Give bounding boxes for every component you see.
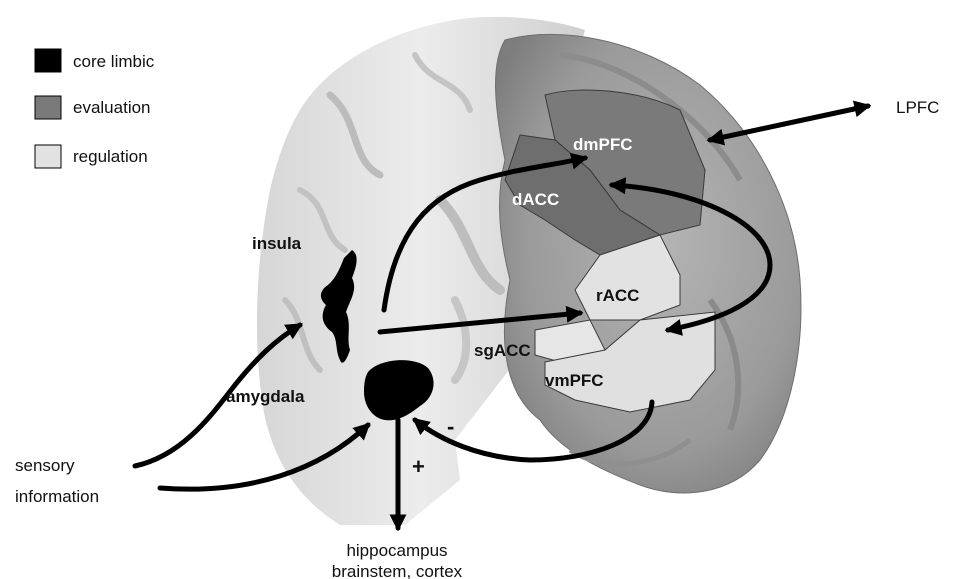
label-sensory-line1: sensory (15, 456, 75, 475)
legend: core limbic evaluation regulation (35, 49, 155, 168)
region-label-dacc: dACC (512, 190, 559, 209)
region-label-racc: rACC (596, 286, 639, 305)
legend-swatch-core-limbic (35, 49, 61, 72)
region-label-dmpfc: dmPFC (573, 135, 633, 154)
region-label-insula: insula (252, 234, 302, 253)
legend-label-regulation: regulation (73, 147, 148, 166)
legend-swatch-regulation (35, 145, 61, 168)
legend-label-evaluation: evaluation (73, 98, 151, 117)
medial-surface (496, 34, 801, 493)
legend-label-core-limbic: core limbic (73, 52, 155, 71)
region-label-vmpfc: vmPFC (545, 371, 604, 390)
sign-plus: + (412, 454, 425, 479)
label-lpfc: LPFC (896, 98, 939, 117)
legend-swatch-evaluation (35, 96, 61, 119)
label-sensory-line2: information (15, 487, 99, 506)
sign-minus: - (447, 414, 454, 439)
region-label-amygdala: amygdala (226, 387, 305, 406)
region-label-sgacc: sgACC (474, 341, 531, 360)
label-output-line1: hippocampus (346, 541, 447, 560)
label-output-line2: brainstem, cortex (332, 562, 463, 579)
